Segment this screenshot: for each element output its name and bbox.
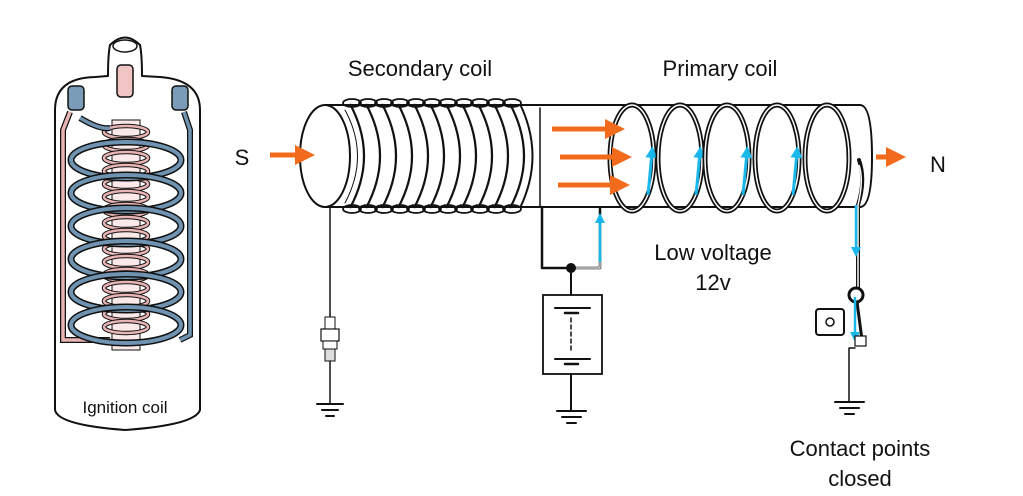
- secondary-turn: [445, 103, 461, 209]
- magnetic-flux-arrows: [270, 119, 906, 195]
- terminal-left: [67, 85, 85, 111]
- primary-coil-label: Primary coil: [663, 56, 778, 81]
- ground-symbol-points: [834, 401, 865, 415]
- secondary-coil-turns: [342, 98, 534, 214]
- secondary-turn: [349, 103, 365, 209]
- ground-symbol-battery: [556, 410, 587, 424]
- coil-schematic: Secondary coil Primary coil S N Low volt…: [235, 56, 946, 491]
- secondary-turn: [397, 103, 413, 209]
- battery: [542, 294, 603, 375]
- secondary-turn: [477, 103, 493, 209]
- current-arrow-primary: [740, 146, 753, 196]
- battery-circuit: [540, 205, 605, 412]
- cam-block: [815, 308, 845, 336]
- current-arrow-primary: [645, 146, 658, 196]
- primary-turn: [702, 102, 753, 214]
- primary-turn: [752, 102, 803, 214]
- blue-turn: [67, 303, 185, 347]
- pink-turn: [101, 318, 151, 336]
- secondary-turn: [381, 103, 397, 209]
- current-arrow-primary: [790, 146, 803, 196]
- contact-points-label: Contact points: [790, 436, 931, 461]
- secondary-turn: [509, 103, 525, 209]
- ignition-coil-label: Ignition coil: [82, 398, 167, 417]
- voltage-value-label: 12v: [695, 270, 730, 295]
- current-arrow-primary: [693, 146, 706, 196]
- contact-breaker: [815, 158, 867, 403]
- ignition-coil-cutaway: Ignition coil: [54, 36, 201, 431]
- secondary-turn: [413, 103, 429, 209]
- primary-coil-turns: [607, 102, 852, 214]
- secondary-turn: [493, 103, 509, 209]
- spark-plug: [320, 206, 340, 405]
- pole-south-label: S: [235, 145, 250, 170]
- core-end-face: [299, 104, 351, 208]
- hv-terminal: [116, 64, 134, 98]
- ground-symbol-plug: [316, 403, 344, 417]
- low-voltage-label: Low voltage: [654, 240, 771, 265]
- secondary-turn: [365, 103, 381, 209]
- secondary-coil-label: Secondary coil: [348, 56, 492, 81]
- primary-turn: [802, 102, 852, 214]
- contact-points-state-label: closed: [828, 466, 892, 491]
- terminal-right: [171, 85, 189, 111]
- primary-turn: [655, 102, 706, 214]
- secondary-turn: [429, 103, 445, 209]
- secondary-turn: [461, 103, 477, 209]
- pole-north-label: N: [930, 152, 946, 177]
